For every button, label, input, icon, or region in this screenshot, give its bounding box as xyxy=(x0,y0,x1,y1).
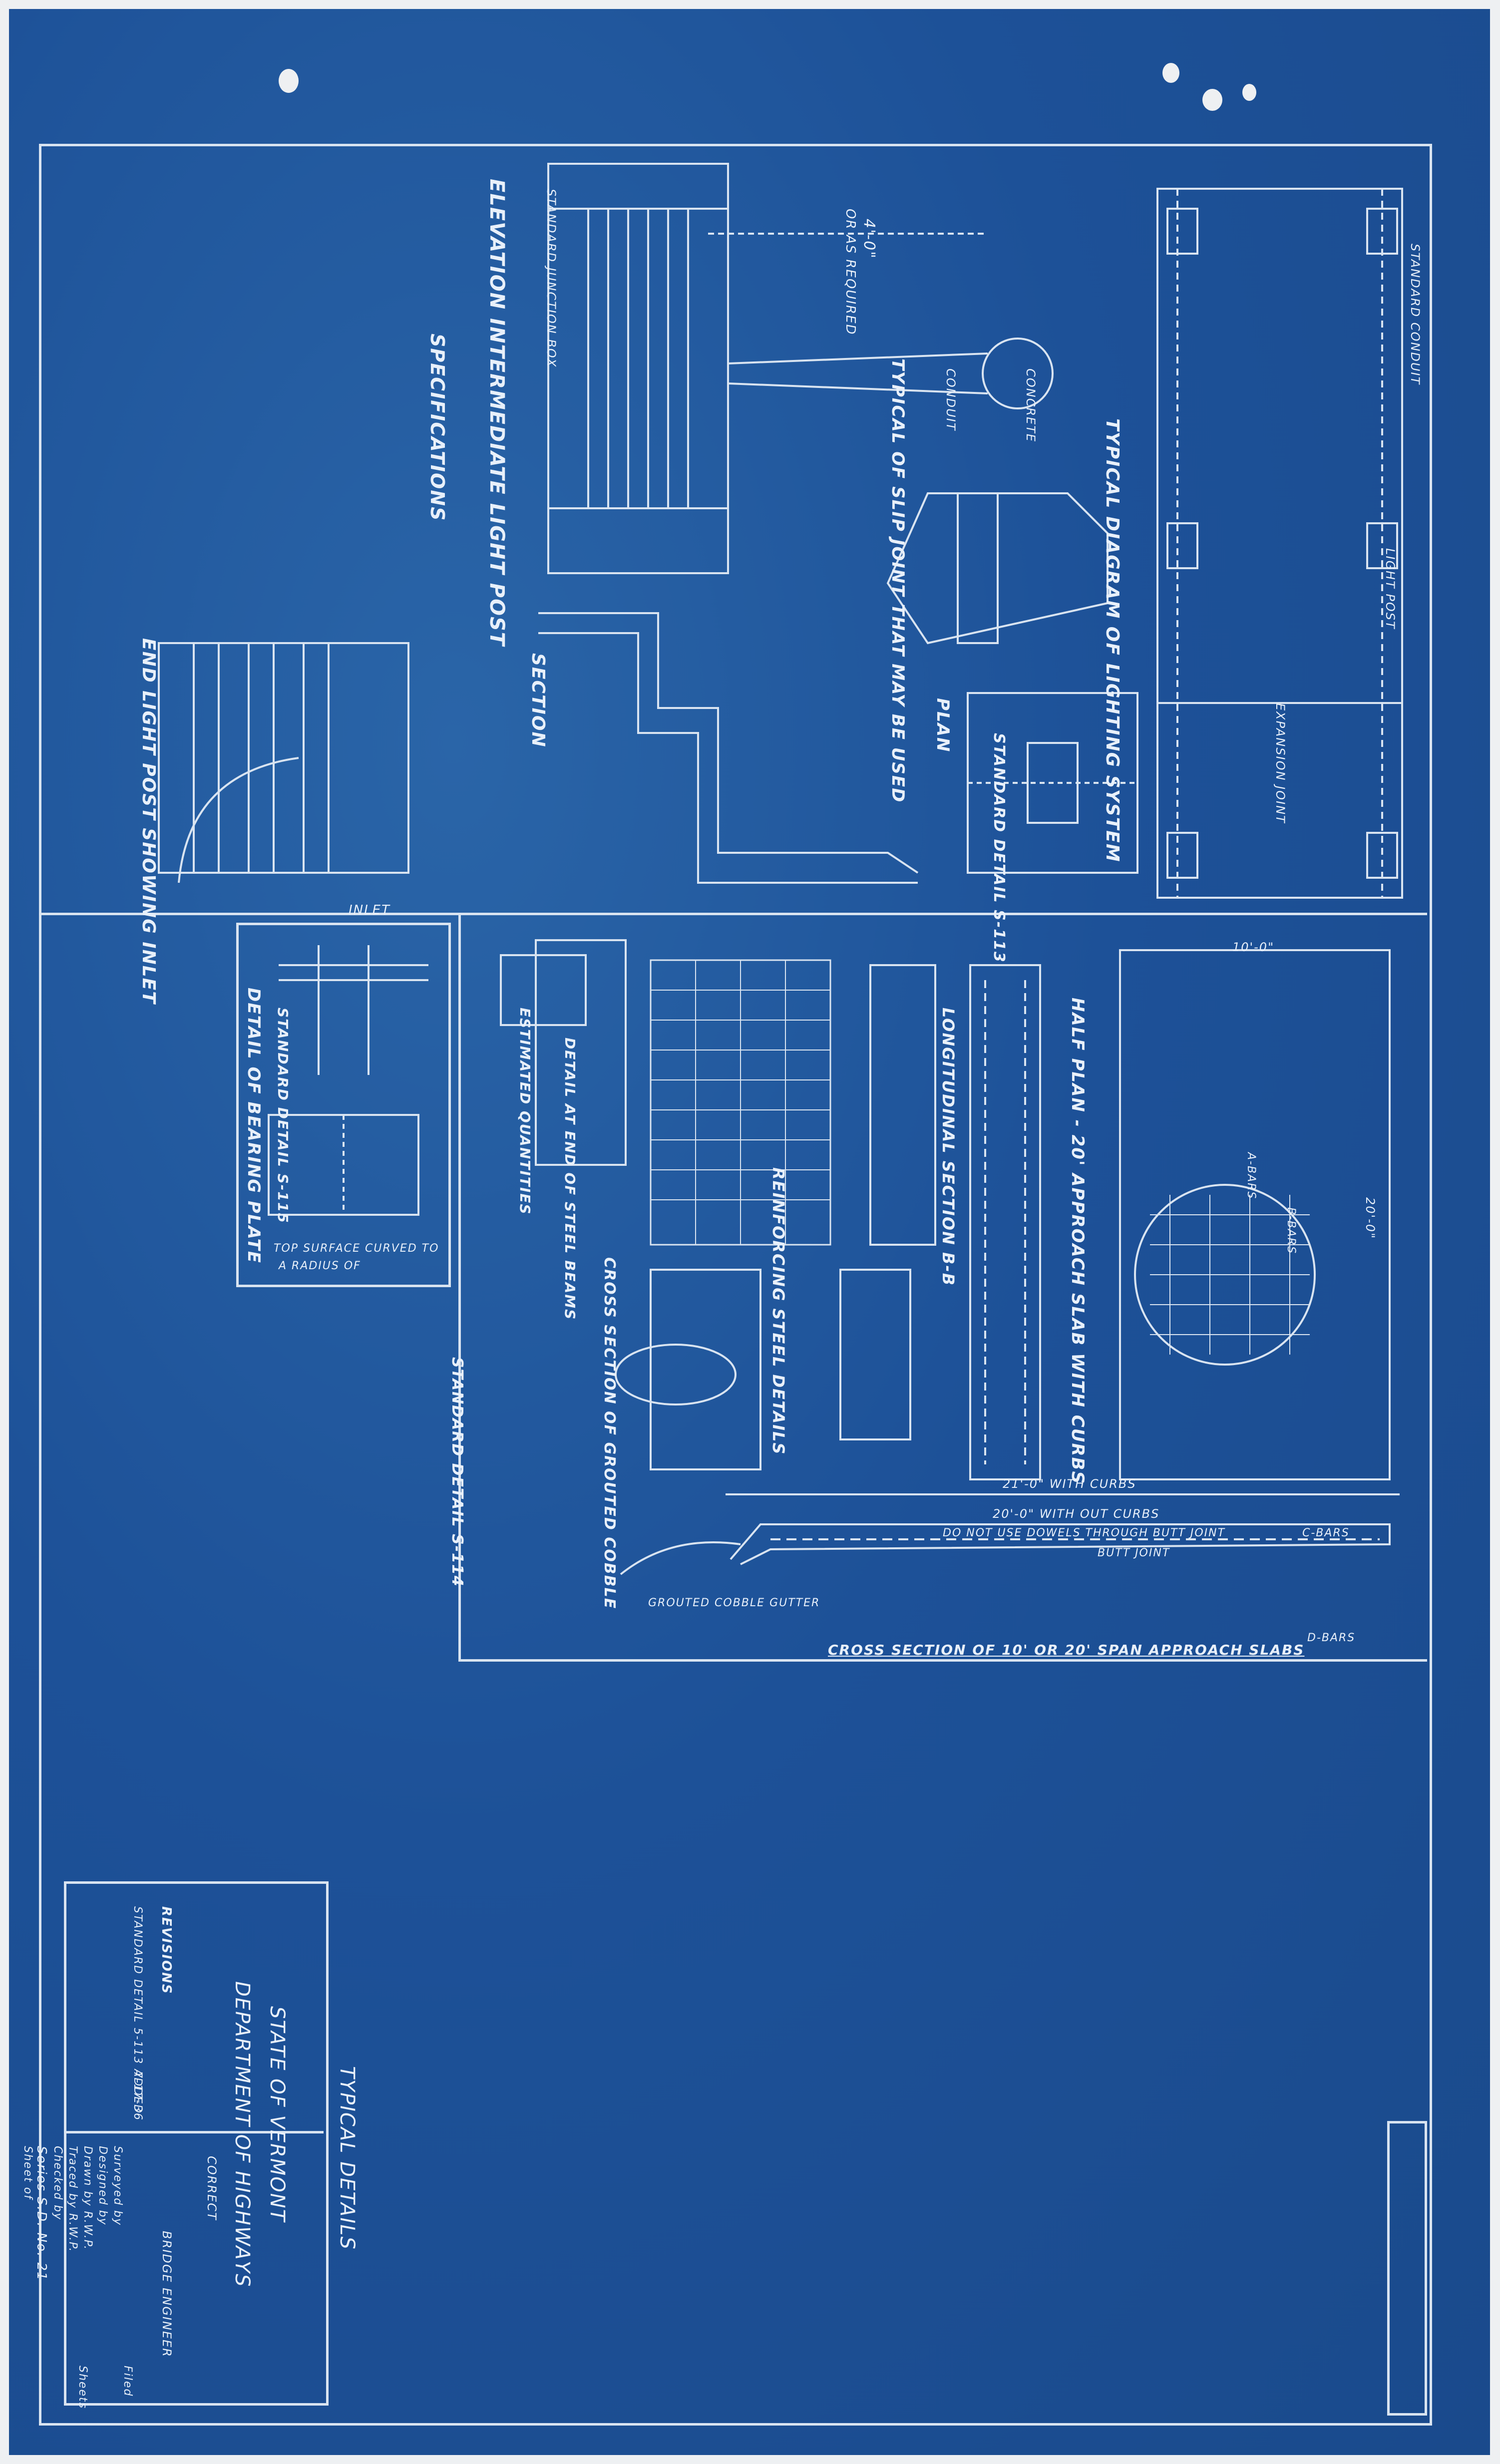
state-name: STATE OF VERMONT xyxy=(266,2006,289,2223)
department-name: DEPARTMENT OF HIGHWAYS xyxy=(231,1981,254,2288)
sheets-label: Sheets xyxy=(76,2366,89,2410)
title-block-row: Designed by xyxy=(96,2146,109,2226)
torn-spot xyxy=(279,69,299,93)
standard-detail-115: STANDARD DETAIL S-115 xyxy=(275,1008,291,1224)
expansion-joint-label: EXPANSION JOINT xyxy=(1273,703,1287,824)
slab-drawings xyxy=(500,939,1400,1575)
title-block-stamp xyxy=(1387,2121,1427,2416)
signature-title: BRIDGE ENGINEER xyxy=(160,2231,174,2358)
bearing-detail-box xyxy=(236,923,451,1287)
slip-joint-title: TYPICAL OF SLIP JOINT THAT MAY BE USED xyxy=(888,358,908,803)
with-curbs: 21'-0" WITH CURBS xyxy=(1003,1477,1136,1491)
torn-spot xyxy=(1202,89,1222,111)
grouted-cobble-gutter: GROUTED COBBLE GUTTER xyxy=(648,1597,820,1609)
butt-joint-label: BUTT JOINT xyxy=(1098,1547,1170,1559)
title-block xyxy=(64,1881,329,2406)
radius-note: A RADIUS OF xyxy=(279,1260,361,1272)
end-of-steel-title: DETAIL AT END OF STEEL BEAMS xyxy=(562,1038,578,1321)
title-block-row: Surveyed by xyxy=(111,2146,124,2226)
dim-4ft: 4'-0" xyxy=(860,219,878,260)
longitudinal-title: LONGITUDINAL SECTION B-B xyxy=(939,1008,958,1287)
junction-box-label: STANDARD JUNCTION BOX xyxy=(544,189,558,368)
correct-label: CORRECT xyxy=(205,2156,219,2221)
torn-spot xyxy=(1162,63,1179,83)
half-plan-title: HALF PLAN - 20' APPROACH SLAB WITH CURBS xyxy=(1068,998,1088,1484)
section-title: SECTION xyxy=(528,653,548,748)
panel-divider xyxy=(458,913,461,1662)
standard-detail-113: STANDARD DETAIL S-113 xyxy=(990,733,1008,963)
lighting-diagram-title: TYPICAL DIAGRAM OF LIGHTING SYSTEM xyxy=(1102,418,1123,863)
title-block-row: Series S.D. No. 21 xyxy=(34,2146,49,2281)
dim-10ft: 10'-0" xyxy=(1232,940,1275,954)
grouted-cobble-title: CROSS SECTION OF GROUTED COBBLE xyxy=(601,1257,618,1610)
torn-spot xyxy=(1242,84,1256,101)
no-dowels-note: DO NOT USE DOWELS THROUGH BUTT JOINT xyxy=(943,1527,1226,1539)
cross-section-title: CROSS SECTION OF 10' OR 20' SPAN APPROAC… xyxy=(828,1642,1305,1658)
drawing-border xyxy=(39,144,1432,2426)
b-bars-label: B-BARS xyxy=(1285,1207,1297,1255)
light-post-label: LIGHT POST xyxy=(1383,548,1397,630)
top-surface-note: TOP SURFACE CURVED TO xyxy=(274,1242,439,1255)
concrete-label: CONCRETE xyxy=(1024,368,1038,443)
or-as-required: OR AS REQUIRED xyxy=(843,209,858,336)
plan-title: PLAN xyxy=(933,698,953,753)
bearing-plate-drawing xyxy=(268,945,428,1216)
specifications-title: SPECIFICATIONS xyxy=(426,334,448,522)
d-bars-label: D-BARS xyxy=(1307,1632,1356,1644)
bearing-detail-title: DETAIL OF BEARING PLATE xyxy=(244,988,264,1264)
title-block-row: Drawn by R.W.P. xyxy=(81,2146,94,2250)
conduit-label: CONDUIT xyxy=(944,368,958,431)
reinforcing-title: REINFORCING STEEL DETAILS xyxy=(769,1167,788,1455)
filed-label: Filed xyxy=(121,2366,134,2397)
end-post-title: END LIGHT POST SHOWING INLET xyxy=(138,638,159,1005)
revisions-heading: REVISIONS xyxy=(159,1906,174,1995)
title-block-divider xyxy=(64,2131,324,2133)
revision-date: 7-17-36 xyxy=(131,2071,144,2121)
dim-20ft: 20'-0" xyxy=(1363,1197,1377,1240)
title-block-row: Checked by xyxy=(51,2146,64,2221)
estimated-quantities: ESTIMATED QUANTITIES xyxy=(517,1008,533,1215)
standard-conduit-label: STANDARD CONDUIT xyxy=(1408,244,1422,385)
c-bars-label: C-BARS xyxy=(1302,1527,1350,1539)
panel-divider xyxy=(39,913,1427,915)
standard-detail-114: STANDARD DETAIL S-114 xyxy=(448,1357,466,1587)
title-block-row: Traced by R.W.P. xyxy=(66,2146,79,2253)
elevation-title: ELEVATION INTERMEDIATE LIGHT POST xyxy=(485,179,508,647)
inlet-label: INLET xyxy=(349,903,390,918)
blueprint-sheet: ELEVATION INTERMEDIATE LIGHT POST 4'-0" … xyxy=(9,9,1490,2455)
panel-divider xyxy=(458,1659,1427,1662)
lighting-drawings xyxy=(158,163,1403,899)
sheet-title: TYPICAL DETAILS xyxy=(336,2066,359,2250)
without-curbs: 20'-0" WITH OUT CURBS xyxy=(993,1507,1160,1521)
a-bars-label: A-BARS xyxy=(1245,1152,1257,1200)
title-block-row: Sheet of xyxy=(21,2146,34,2200)
